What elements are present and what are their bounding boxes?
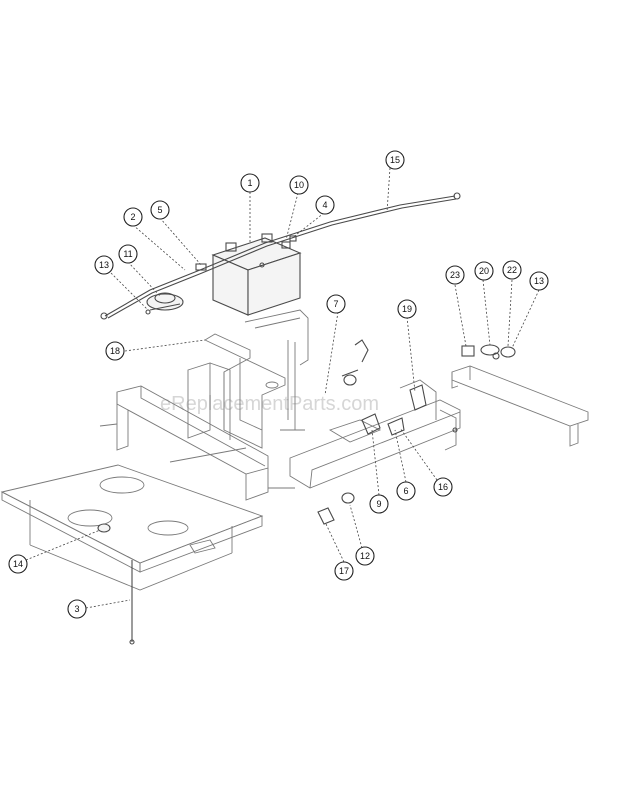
callout-10-label: 10 xyxy=(294,180,304,190)
callout-7-label: 7 xyxy=(333,299,338,309)
watermark: eReplacementParts.com xyxy=(160,393,379,415)
callout-17: 17 xyxy=(334,561,354,581)
callout-11-label: 11 xyxy=(123,249,132,259)
callout-12: 12 xyxy=(355,546,375,566)
center-crossmember xyxy=(289,379,461,489)
callout-16-label: 16 xyxy=(438,482,448,492)
callout-15-label: 15 xyxy=(390,155,400,165)
callout-12-label: 12 xyxy=(360,551,370,561)
callout-6-label: 6 xyxy=(403,486,408,496)
callout-9: 9 xyxy=(369,494,389,514)
callout-1: 1 xyxy=(240,173,260,193)
deck-plate xyxy=(0,464,264,591)
callout-23-label: 23 xyxy=(450,270,460,280)
callout-17-label: 17 xyxy=(339,566,349,576)
battery-cable xyxy=(100,192,461,320)
callout-13-left: 13 xyxy=(94,255,114,275)
callout-13-right: 13 xyxy=(529,271,549,291)
callout-7: 7 xyxy=(326,294,346,314)
mount-nut xyxy=(97,523,111,533)
callout-14: 14 xyxy=(8,554,28,574)
callout-11: 11 xyxy=(118,244,138,264)
callout-20-label: 20 xyxy=(479,266,489,276)
right-switch-assembly xyxy=(461,344,516,360)
callout-14-label: 14 xyxy=(13,559,23,569)
callout-18: 18 xyxy=(105,341,125,361)
callout-3: 3 xyxy=(67,599,87,619)
callout-5: 5 xyxy=(150,200,170,220)
battery-tray-bracket xyxy=(204,333,286,449)
callout-2-label: 2 xyxy=(130,212,135,222)
callout-20: 20 xyxy=(474,261,494,281)
right-frame xyxy=(451,365,589,447)
switch-parts xyxy=(341,339,427,436)
small-parts-bottom xyxy=(317,492,355,525)
callout-19: 19 xyxy=(397,299,417,319)
callout-2: 2 xyxy=(123,207,143,227)
callout-4-label: 4 xyxy=(322,200,327,210)
callout-4: 4 xyxy=(315,195,335,215)
callout-13-right-label: 13 xyxy=(534,276,544,286)
callout-13-left-label: 13 xyxy=(99,260,109,270)
leader-lines xyxy=(25,167,540,609)
callout-22: 22 xyxy=(502,260,522,280)
hold-down-rod xyxy=(129,560,135,645)
callout-23: 23 xyxy=(445,265,465,285)
callout-22-label: 22 xyxy=(507,265,517,275)
callout-19-label: 19 xyxy=(402,304,412,314)
callout-10: 10 xyxy=(289,175,309,195)
callout-9-label: 9 xyxy=(376,499,381,509)
callout-5-label: 5 xyxy=(157,205,162,215)
callout-6: 6 xyxy=(396,481,416,501)
callout-18-label: 18 xyxy=(110,346,120,356)
callout-15: 15 xyxy=(385,150,405,170)
cable-terminals xyxy=(195,235,297,271)
callout-1-label: 1 xyxy=(247,178,252,188)
callout-3-label: 3 xyxy=(74,604,79,614)
callout-16: 16 xyxy=(433,477,453,497)
upright-bracket xyxy=(244,309,309,431)
left-frame xyxy=(99,362,295,501)
solenoid xyxy=(145,292,184,315)
